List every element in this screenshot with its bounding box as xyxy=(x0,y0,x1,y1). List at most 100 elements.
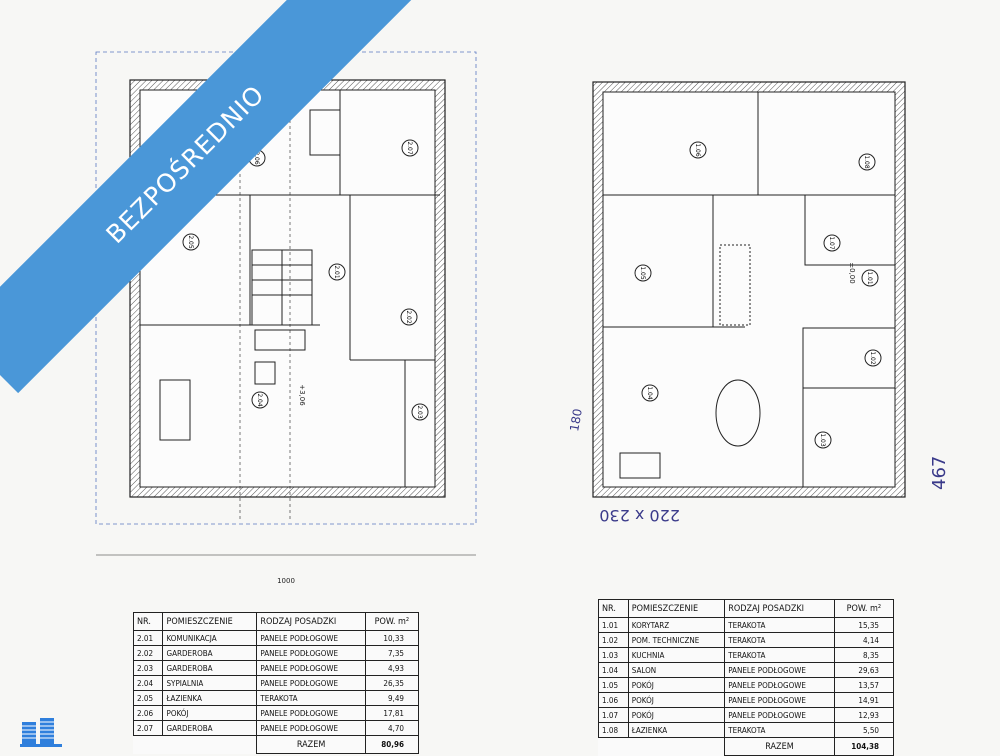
room-label-circle xyxy=(411,403,429,421)
table-cell: 15,35 xyxy=(833,617,895,633)
column-header: POMIESZCZENIE xyxy=(162,612,258,631)
table-cell: GARDEROBA xyxy=(162,645,258,661)
room-label-circle xyxy=(401,139,419,157)
table-cell: KORYTARZ xyxy=(627,617,726,633)
table-cell: 2.04 xyxy=(132,675,164,691)
table-cell: PANELE PODŁOGOWE xyxy=(256,675,366,691)
table-cell: SALON xyxy=(627,662,726,678)
room-number: 1.01 xyxy=(866,271,873,285)
table-cell: POKÓJ xyxy=(627,677,726,693)
table-cell: PANELE PODŁOGOWE xyxy=(724,707,835,723)
table-cell: PANELE PODŁOGOWE xyxy=(256,705,366,721)
table-cell: 1.03 xyxy=(598,647,629,663)
room-label-circle xyxy=(251,391,269,409)
room-number: 1.02 xyxy=(869,351,876,365)
table-cell: 4,93 xyxy=(364,660,420,676)
room-label-circle xyxy=(858,153,876,171)
room-label-circle xyxy=(182,233,200,251)
table-cell: PANELE PODŁOGOWE xyxy=(724,692,835,708)
table-cell: 2.03 xyxy=(132,660,164,676)
room-number: 1.05 xyxy=(639,266,646,280)
table-cell: PANELE PODŁOGOWE xyxy=(256,645,366,661)
total-value: 104,38 xyxy=(833,737,895,756)
table-cell: 2.05 xyxy=(132,690,164,706)
room-label-circle xyxy=(823,234,841,252)
room-number: 1.07 xyxy=(828,236,835,250)
room-label-circle xyxy=(634,264,652,282)
table-cell: 9,49 xyxy=(364,690,420,706)
handwritten-note-180: 180 xyxy=(567,408,585,433)
table-cell: PANELE PODŁOGOWE xyxy=(256,660,366,676)
table-cell: 12,93 xyxy=(833,707,895,723)
room-label-circle xyxy=(641,384,659,402)
room-label-circle xyxy=(814,431,832,449)
table-cell: POM. TECHNICZNE xyxy=(627,632,726,648)
table-cell: 4,70 xyxy=(364,720,420,736)
room-number: 2.06 xyxy=(253,151,260,165)
table-cell: 14,91 xyxy=(833,692,895,708)
room-number: 1.03 xyxy=(819,433,826,447)
table-cell: 10,33 xyxy=(364,630,420,646)
table-cell: TERAKOTA xyxy=(724,722,835,738)
total-value: 80,96 xyxy=(364,735,420,754)
column-header: RODZAJ POSADZKI xyxy=(724,599,835,618)
table-cell: ŁAZIENKA xyxy=(627,722,726,738)
column-header: NR. xyxy=(598,599,629,618)
table-cell: KOMUNIKACJA xyxy=(162,630,258,646)
column-header: POMIESZCZENIE xyxy=(627,599,726,618)
room-number: 1.08 xyxy=(863,155,870,169)
table-cell: ŁAZIENKA xyxy=(162,690,258,706)
table-cell: GARDEROBA xyxy=(162,720,258,736)
upper-floor-plan xyxy=(95,51,477,556)
column-header: RODZAJ POSADZKI xyxy=(256,612,366,631)
table-cell: PANELE PODŁOGOWE xyxy=(724,662,835,678)
dim-total-width: 1000 xyxy=(277,577,295,585)
handwritten-note-size: 220 x 230 xyxy=(599,506,680,525)
table-cell: 4,14 xyxy=(833,632,895,648)
table-cell: 1.07 xyxy=(598,707,629,723)
table-cell: POKÓJ xyxy=(162,705,258,721)
table-cell: 1.06 xyxy=(598,692,629,708)
table-cell: 17,81 xyxy=(364,705,420,721)
table-cell: 7,35 xyxy=(364,645,420,661)
table-cell: PANELE PODŁOGOWE xyxy=(256,630,366,646)
level-mark: +3,06 xyxy=(298,384,306,406)
room-number: 2.01 xyxy=(333,265,340,279)
total-label: RAZEM xyxy=(724,737,835,756)
room-number: 2.04 xyxy=(256,393,263,407)
table-cell: TERAKOTA xyxy=(724,617,835,633)
room-number: 2.03 xyxy=(416,405,423,419)
table-cell: 1.02 xyxy=(598,632,629,648)
buildings-icon xyxy=(20,718,62,747)
room-label-circle xyxy=(864,349,882,367)
table-cell: 1.08 xyxy=(598,722,629,738)
table-cell: 29,63 xyxy=(833,662,895,678)
handwritten-note-467: 467 xyxy=(929,456,950,490)
table-cell: POKÓJ xyxy=(627,692,726,708)
room-label-circle xyxy=(328,263,346,281)
table-cell: SYPIALNIA xyxy=(162,675,258,691)
room-label-circle xyxy=(861,269,879,287)
room-number: 1.04 xyxy=(646,386,653,400)
column-header: NR. xyxy=(132,612,164,631)
table-cell: KUCHNIA xyxy=(627,647,726,663)
table-cell: POKÓJ xyxy=(627,707,726,723)
